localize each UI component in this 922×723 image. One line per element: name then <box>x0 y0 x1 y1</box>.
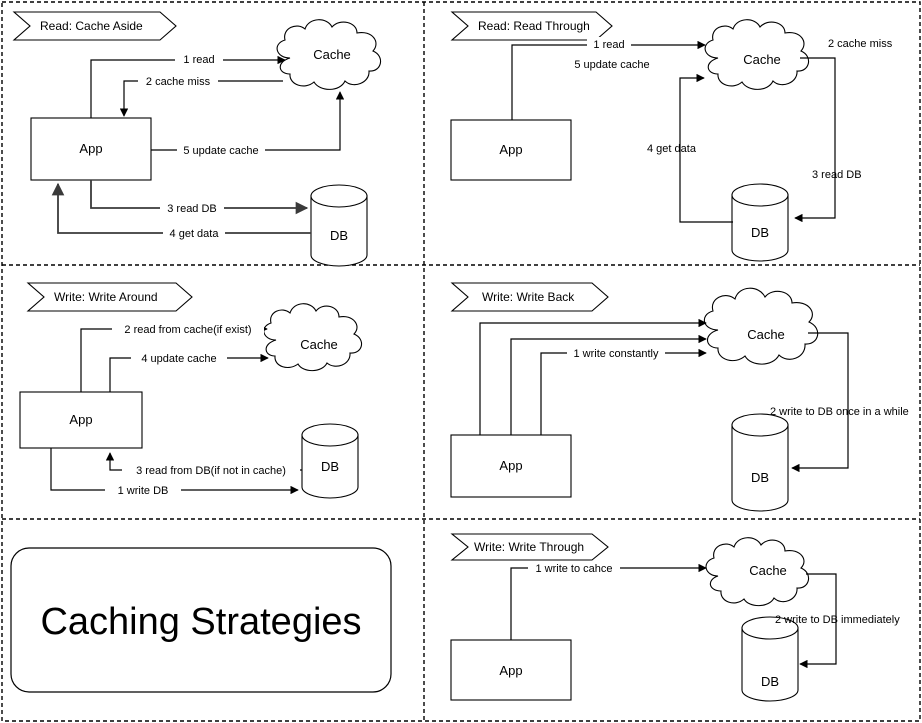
edge-2-read-from-cache: 2 read from cache(if exist) <box>80 322 268 392</box>
banner-read-cache-aside: Read: Cache Aside <box>12 11 177 41</box>
edge-3-read-db: 3 read DB <box>812 169 862 181</box>
node-app: App <box>450 639 572 701</box>
page-title: Caching Strategies <box>40 601 361 643</box>
edge-3-read-db: 3 read DB <box>90 180 309 215</box>
edge-1-read: 1 read <box>511 37 706 120</box>
node-label-cache: Cache <box>743 52 781 67</box>
node-cache: Cache <box>703 287 819 365</box>
edge-2-write-to-db: 2 write to DB once in a while <box>770 332 909 473</box>
panel-read-cache-aside: Read: Cache Aside Cache App DB 1 read <box>12 11 381 267</box>
node-label-cache: Cache <box>747 327 785 342</box>
node-db: DB <box>731 413 789 512</box>
node-label-app: App <box>69 412 92 427</box>
node-app: App <box>450 434 572 498</box>
edge-label-2-read-from-cache: 2 read from cache(if exist) <box>124 324 251 336</box>
node-label-db: DB <box>751 470 769 485</box>
node-cache: Cache <box>705 537 809 607</box>
edge-label-5-update-cache: 5 update cache <box>574 59 649 71</box>
edge-3-read-from-db: 3 read from DB(if not in cache) <box>105 452 302 477</box>
edge-label-3-read-from-db: 3 read from DB(if not in cache) <box>136 465 286 477</box>
node-label-app: App <box>79 141 102 156</box>
edge-label-5-update-cache: 5 update cache <box>183 145 258 157</box>
node-label-db: DB <box>761 674 779 689</box>
node-cache: Cache <box>263 303 362 372</box>
edge-4-update-cache: 4 update cache <box>109 351 269 392</box>
edge-2-cache-miss: 2 cache miss <box>794 38 893 223</box>
banner-read-read-through: Read: Read Through <box>450 11 613 41</box>
node-label-app: App <box>499 458 522 473</box>
edge-label-2-cache-miss: 2 cache miss <box>146 76 211 88</box>
edge-4-get-data: 4 get data <box>51 182 311 240</box>
node-db: DB <box>310 184 368 267</box>
node-app: App <box>450 119 572 181</box>
panel-write-write-around: Write: Write Around Cache App DB 2 read … <box>19 282 362 499</box>
node-db: DB <box>741 616 799 702</box>
banner-write-write-through: Write: Write Through <box>450 533 609 561</box>
node-db: DB <box>301 423 359 499</box>
edge-label-2-write-to-db: 2 write to DB once in a while <box>770 406 909 418</box>
node-label-db: DB <box>321 459 339 474</box>
edge-write-constantly-a <box>479 318 707 435</box>
node-app: App <box>19 391 143 449</box>
edge-label-4-update-cache: 4 update cache <box>141 353 216 365</box>
edge-5-update-cache: 5 update cache <box>151 91 345 157</box>
edge-1-read: 1 read <box>90 52 286 118</box>
node-app: App <box>30 117 152 181</box>
edge-4-get-data: 4 get data <box>647 73 733 223</box>
node-label-db: DB <box>751 225 769 240</box>
node-label-app: App <box>499 142 522 157</box>
edge-write-constantly-b <box>510 334 707 435</box>
banner-label: Read: Cache Aside <box>40 19 143 33</box>
edge-1-write-constantly: 1 write constantly <box>540 346 707 435</box>
edge-label-4-get-data: 4 get data <box>170 228 220 240</box>
node-cache: Cache <box>704 19 809 90</box>
edge-label-1-read: 1 read <box>593 39 624 51</box>
edge-1-write-to-cache: 1 write to cahce <box>510 561 707 640</box>
node-label-app: App <box>499 663 522 678</box>
edge-5-update-cache: 5 update cache <box>574 59 649 71</box>
node-label-cache: Cache <box>313 47 351 62</box>
edge-2-cache-miss: 2 cache miss <box>119 73 283 117</box>
panel-title: Caching Strategies <box>10 547 392 693</box>
edge-label-1-read: 1 read <box>183 54 214 66</box>
edge-label-3-read-db: 3 read DB <box>812 169 862 181</box>
banner-label: Write: Write Back <box>482 290 575 304</box>
node-cache: Cache <box>276 19 381 90</box>
banner-write-write-back: Write: Write Back <box>450 282 609 312</box>
edge-1-write-db: 1 write DB <box>50 448 299 497</box>
edge-label-2-cache-miss: 2 cache miss <box>828 38 893 50</box>
node-label-cache: Cache <box>300 337 338 352</box>
panel-write-write-back: Write: Write Back Cache App DB 1 write c… <box>450 282 909 512</box>
edge-label-3-read-db: 3 read DB <box>167 203 217 215</box>
edge-label-2-write-to-db-immediately: 2 write to DB immediately <box>775 614 900 626</box>
banner-write-write-around: Write: Write Around <box>26 282 193 312</box>
banner-label: Write: Write Around <box>54 290 158 304</box>
panel-read-read-through: Read: Read Through Cache App DB 1 read 2… <box>450 11 893 262</box>
edge-2-write-to-db-immediately: 2 write to DB immediately <box>775 573 900 669</box>
node-label-cache: Cache <box>749 563 787 578</box>
node-label-db: DB <box>330 228 348 243</box>
banner-label: Write: Write Through <box>474 540 584 554</box>
panel-write-write-through: Write: Write Through Cache App DB 1 writ… <box>450 533 900 702</box>
banner-label: Read: Read Through <box>478 19 590 33</box>
node-db: DB <box>731 183 789 262</box>
edge-label-4-get-data: 4 get data <box>647 143 697 155</box>
edge-label-1-write-constantly: 1 write constantly <box>574 348 659 360</box>
edge-label-1-write-db: 1 write DB <box>118 485 169 497</box>
edge-label-1-write-to-cache: 1 write to cahce <box>535 563 612 575</box>
